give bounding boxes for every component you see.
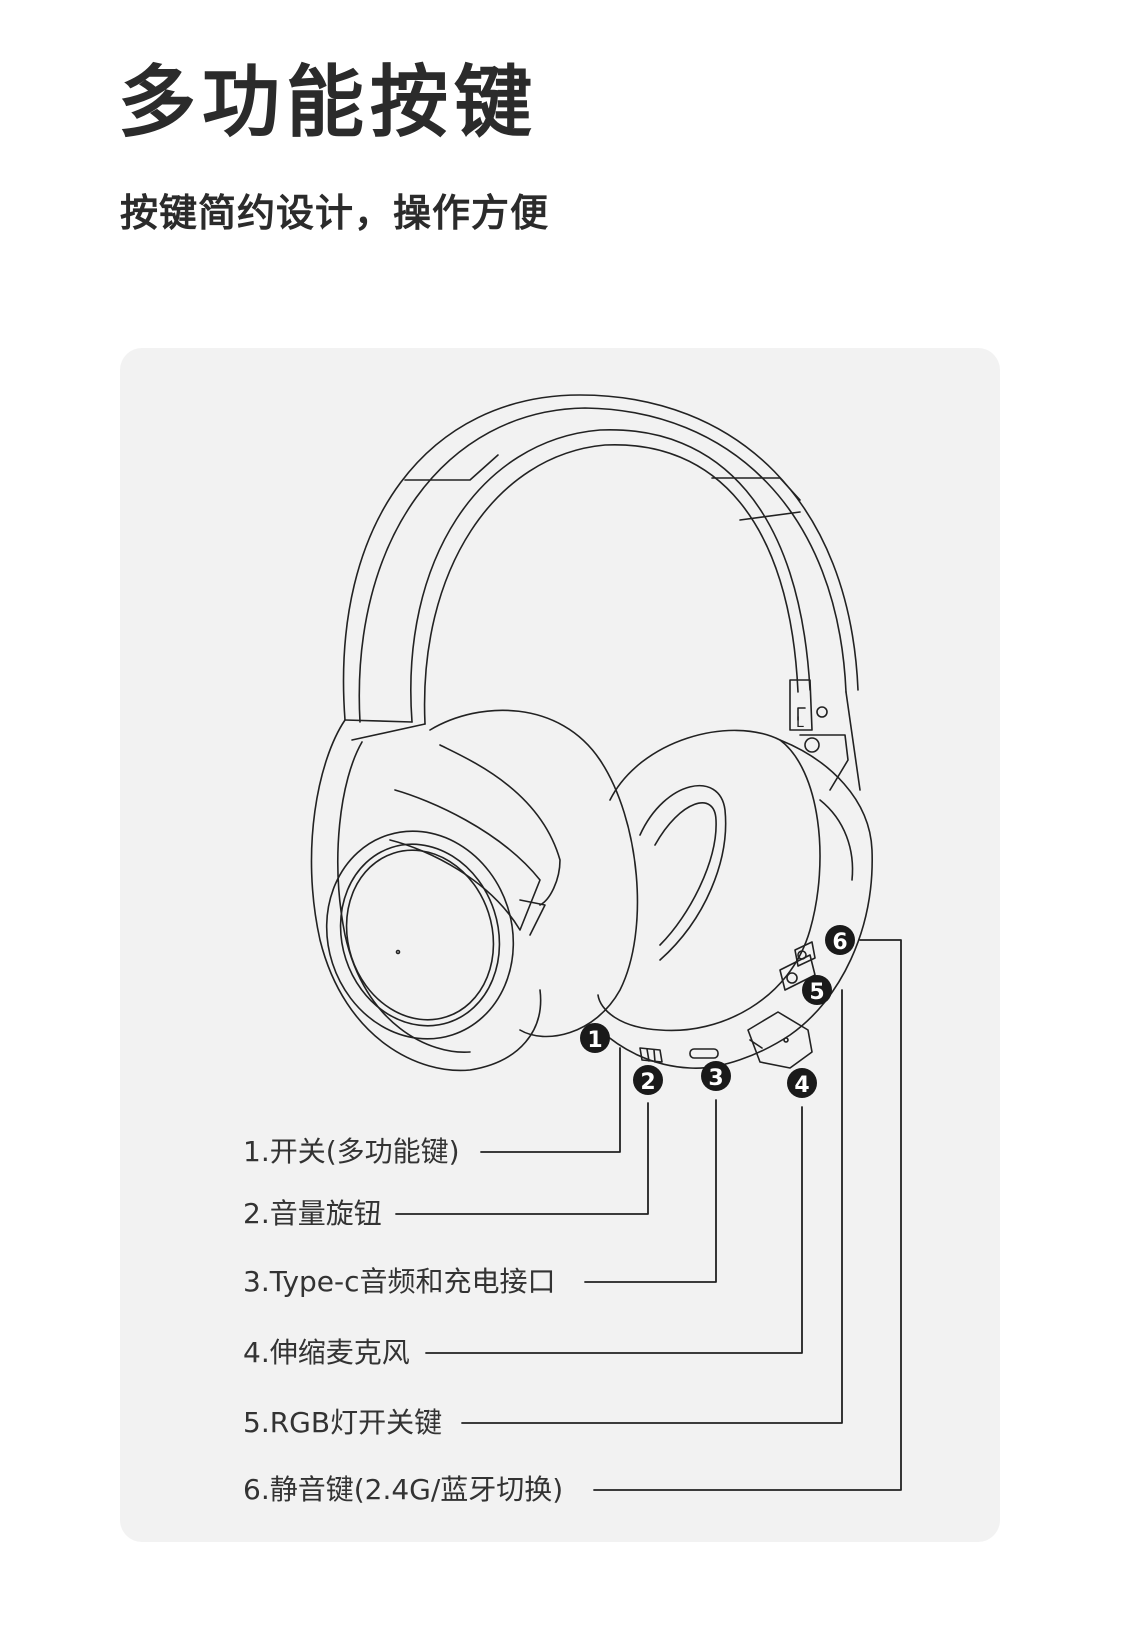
callout-badge-1: 1 bbox=[580, 1023, 610, 1053]
leader-line-6 bbox=[593, 939, 902, 1491]
callout-badge-5: 5 bbox=[802, 975, 832, 1005]
svg-text:1: 1 bbox=[587, 1028, 602, 1053]
callout-badges: 1 2 3 4 5 6 bbox=[580, 925, 855, 1098]
callout-label-1: 1.开关(多功能键) bbox=[243, 1135, 460, 1168]
side-mark-l: L bbox=[796, 715, 804, 731]
leader-line-5 bbox=[461, 989, 843, 1424]
callout-label-3: 3.Type-c音频和充电接口 bbox=[243, 1265, 556, 1298]
headband bbox=[342, 394, 861, 791]
leader-lines bbox=[395, 939, 902, 1491]
callout-label-6: 6.静音键(2.4G/蓝牙切换) bbox=[243, 1473, 564, 1506]
leader-line-1 bbox=[480, 1047, 621, 1153]
page-title: 多功能按键 bbox=[118, 58, 539, 148]
callout-badge-6: 6 bbox=[825, 925, 855, 955]
callout-badge-2: 2 bbox=[633, 1065, 663, 1095]
page-subtitle: 按键简约设计，操作方便 bbox=[120, 191, 550, 235]
callout-badge-4: 4 bbox=[787, 1068, 817, 1098]
svg-text:6: 6 bbox=[832, 930, 847, 955]
leader-line-2 bbox=[395, 1102, 649, 1215]
svg-text:4: 4 bbox=[794, 1073, 809, 1098]
callout-label-5: 5.RGB灯开关键 bbox=[243, 1406, 443, 1439]
left-earcup bbox=[310, 709, 639, 1072]
svg-text:3: 3 bbox=[708, 1066, 723, 1091]
svg-text:5: 5 bbox=[809, 980, 824, 1005]
callout-badge-3: 3 bbox=[701, 1061, 731, 1091]
leader-line-3 bbox=[584, 1099, 717, 1283]
callout-label-2: 2.音量旋钮 bbox=[243, 1197, 382, 1230]
callout-label-4: 4.伸缩麦克风 bbox=[243, 1336, 410, 1369]
leader-line-4 bbox=[425, 1106, 803, 1354]
svg-text:2: 2 bbox=[640, 1070, 655, 1095]
right-earcup bbox=[597, 729, 873, 1069]
